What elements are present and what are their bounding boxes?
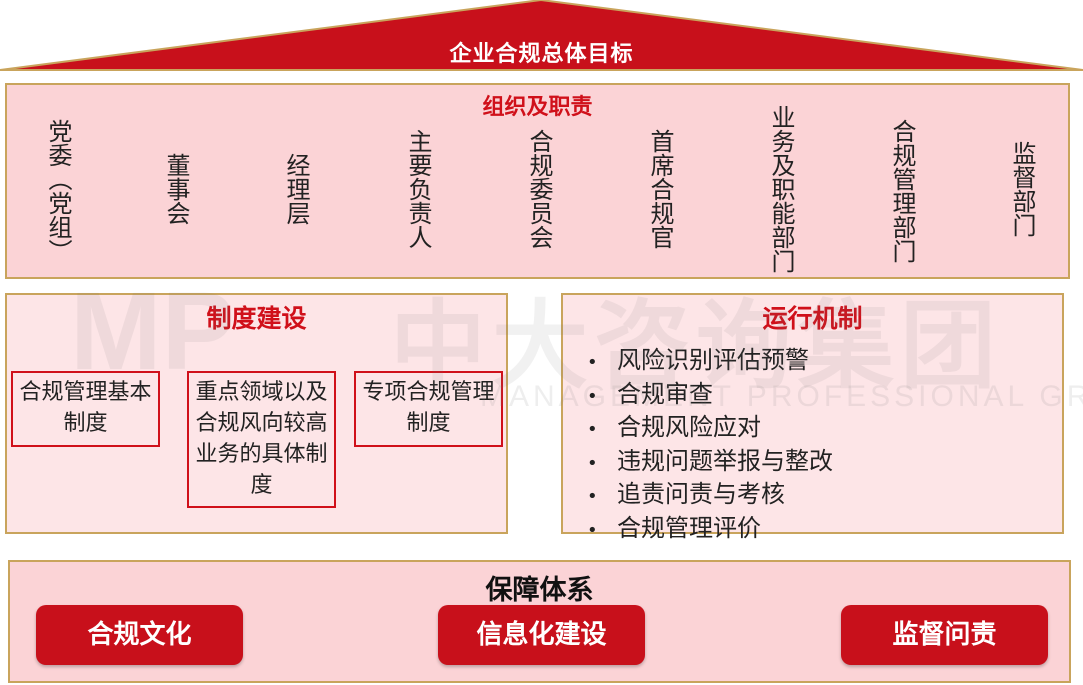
role-chief-compliance-officer: 首席合规官 <box>646 129 674 249</box>
supervision-button: 监督问责 <box>841 605 1048 665</box>
role-supervision-department: 监督部门 <box>1008 141 1036 237</box>
key-area-system-box: 重点领域以及合规风向较高业务的具体制度 <box>187 371 336 508</box>
roof-triangle <box>0 0 1083 71</box>
operation-panel: 运行机制 •风险识别评估预警 •合规审查 •合规风险应对 •违规问题举报与整改 … <box>561 293 1064 542</box>
basic-system-box: 合规管理基本制度 <box>11 371 160 447</box>
role-compliance-department: 合规管理部门 <box>888 119 916 263</box>
role-management: 经理层 <box>282 153 310 225</box>
guarantee-title: 保障体系 <box>485 575 594 606</box>
role-principal: 主要负责人 <box>404 129 432 249</box>
role-party-committee: 党委（党组） <box>44 119 72 263</box>
role-compliance-committee: 合规委员会 <box>525 129 553 249</box>
list-item: •风险识别评估预警 <box>587 346 809 374</box>
list-item: •合规管理评价 <box>587 513 761 542</box>
informatization-button: 信息化建设 <box>438 605 645 665</box>
list-item: •合规审查 <box>587 379 713 408</box>
role-board: 董事会 <box>162 153 190 225</box>
role-business-departments: 业务及职能部门 <box>767 105 795 273</box>
overall-goal-title: 企业合规总体目标 <box>449 42 634 67</box>
organization-title: 组织及职责 <box>482 95 593 120</box>
operation-title: 运行机制 <box>762 304 863 333</box>
special-system-box: 专项合规管理制度 <box>354 371 503 447</box>
system-panel: 制度建设 合规管理基本制度 重点领域以及合规风向较高业务的具体制度 专项合规管理… <box>5 293 508 534</box>
list-item: •违规问题举报与整改 <box>587 446 833 475</box>
culture-button: 合规文化 <box>36 605 243 665</box>
list-item: •合规风险应对 <box>587 413 761 441</box>
operation-list: •风险识别评估预警 •合规审查 •合规风险应对 •违规问题举报与整改 •追责问责… <box>587 345 833 546</box>
organization-panel: 组织及职责 党委（党组） 董事会 经理层 主要负责人 合规委员会 首席合规官 业… <box>5 83 1070 279</box>
list-item: •追责问责与考核 <box>587 480 785 508</box>
guarantee-panel: 保障体系 合规文化 信息化建设 监督问责 <box>8 560 1071 683</box>
system-title: 制度建设 <box>206 304 307 333</box>
